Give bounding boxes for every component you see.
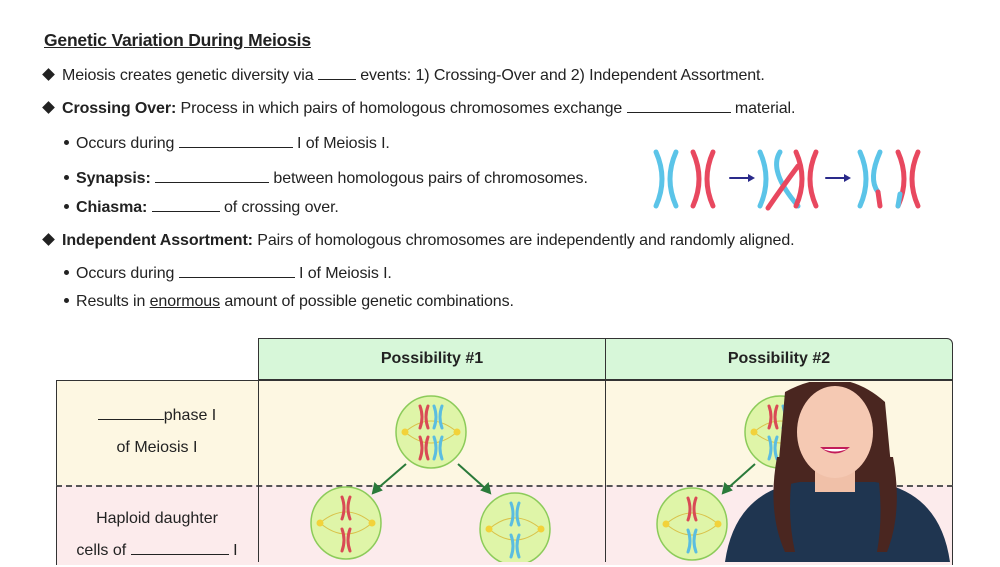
cell-diagrams bbox=[310, 395, 816, 562]
red-chromosome bbox=[690, 149, 716, 209]
blank bbox=[155, 169, 270, 183]
arrow-icon bbox=[721, 463, 756, 495]
row-label-metaphase: phase I of Meiosis I bbox=[56, 400, 258, 464]
row-divider bbox=[56, 380, 953, 381]
dot-bullet-icon bbox=[64, 175, 69, 180]
sub-bullet-chiasma: Chiasma: of crossing over. bbox=[64, 198, 339, 217]
column-divider bbox=[605, 380, 606, 562]
dot-bullet-icon bbox=[64, 204, 69, 209]
sub-bullet: Occurs during I of Meiosis I. bbox=[64, 264, 392, 283]
diamond-bullet-icon bbox=[42, 233, 55, 246]
page-title: Genetic Variation During Meiosis bbox=[44, 30, 311, 50]
dot-bullet-icon bbox=[64, 298, 69, 303]
bullet-crossing-over: Crossing Over: Process in which pairs of… bbox=[42, 99, 795, 118]
sub-bullet: Results in enormous amount of possible g… bbox=[64, 293, 514, 311]
arrow-icon bbox=[729, 174, 755, 182]
daughter-cell-blue bbox=[479, 492, 551, 562]
daughter-cell-red bbox=[310, 486, 382, 560]
dot-bullet-icon bbox=[64, 270, 69, 275]
blank bbox=[178, 134, 293, 148]
presenter-video bbox=[725, 382, 950, 562]
column-divider bbox=[258, 380, 259, 562]
arrow-icon bbox=[825, 174, 851, 182]
dot-bullet-icon bbox=[64, 140, 69, 145]
blue-chromosome bbox=[653, 149, 679, 209]
diamond-bullet-icon bbox=[42, 101, 55, 114]
diamond-bullet-icon bbox=[42, 68, 55, 81]
blank bbox=[151, 198, 220, 212]
blank bbox=[317, 66, 356, 80]
row-label-daughter-cells: Haploid daughter cells of I bbox=[76, 510, 238, 559]
blank bbox=[178, 264, 295, 278]
arrow-icon bbox=[371, 463, 492, 495]
bullet-meiosis-diversity: Meiosis creates genetic diversity via ev… bbox=[42, 66, 765, 85]
sub-bullet: Occurs during I of Meiosis I. bbox=[64, 134, 390, 153]
header-possibility-1: Possibility #1 bbox=[258, 338, 606, 380]
blank bbox=[97, 406, 164, 420]
blank bbox=[130, 541, 229, 555]
sub-bullet-synapsis: Synapsis: between homologous pairs of ch… bbox=[64, 169, 588, 188]
metaphase-cell-1 bbox=[395, 395, 467, 469]
crossing-over-diagram bbox=[653, 149, 921, 211]
bullet-independent-assortment: Independent Assortment: Pairs of homolog… bbox=[42, 232, 795, 250]
blank bbox=[626, 99, 731, 113]
header-possibility-2: Possibility #2 bbox=[605, 338, 953, 380]
